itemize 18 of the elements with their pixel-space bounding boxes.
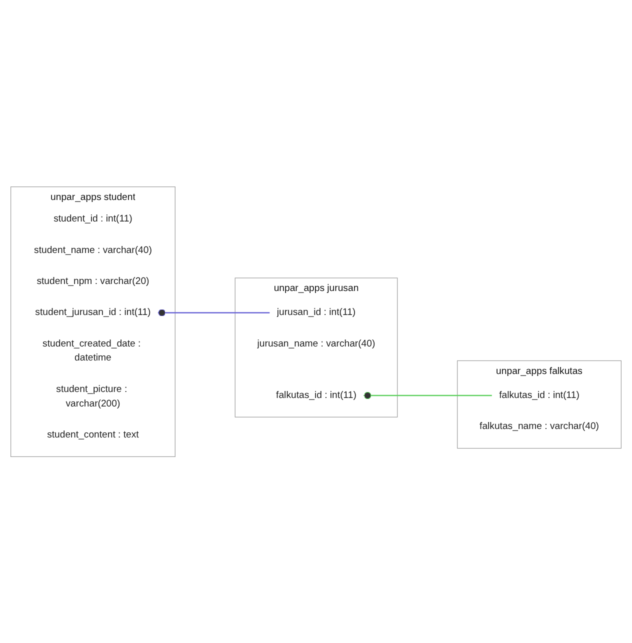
node-text: falkutas_name : varchar(40) (480, 421, 600, 432)
cluster (10, 186, 176, 457)
node-text: jurusan_id : int(11) (276, 307, 356, 318)
node-text: student_created_date : datetime (42, 338, 141, 363)
cluster (234, 277, 398, 418)
cluster (457, 360, 622, 448)
node-text: student_picture : varchar(200) (56, 384, 128, 408)
node-text: student_name : varchar(40) (34, 244, 152, 255)
node-text: student_npm : varchar(20) (36, 276, 150, 286)
connector (364, 392, 492, 399)
connector (158, 308, 270, 316)
node-text: student_jurusan_id : int(11) (35, 307, 151, 318)
node-text: falkutas_id : int(11) (499, 390, 580, 400)
node-text: student_id : int(11) (54, 214, 132, 224)
node-text: student_content : text (47, 429, 139, 440)
diagram: unpar_apps falkutas unpar_apps jurusan unpar_apps student student_id : int(11) student_name : varchar(40) student_npm : varchar(20) student_jurusan_id : int(11) student_created_date : datetime student_picture : varchar(200) student_content : text jurusan_id : int(11) jurusan_name : varchar(40) falkutas_id : int(11) falkutas_id : int(11) falkutas_name : varchar(40) (6, 182, 626, 462)
node-text: falkutas_id : int(11) (276, 390, 356, 400)
node-text: jurusan_name : varchar(40) (257, 338, 376, 348)
